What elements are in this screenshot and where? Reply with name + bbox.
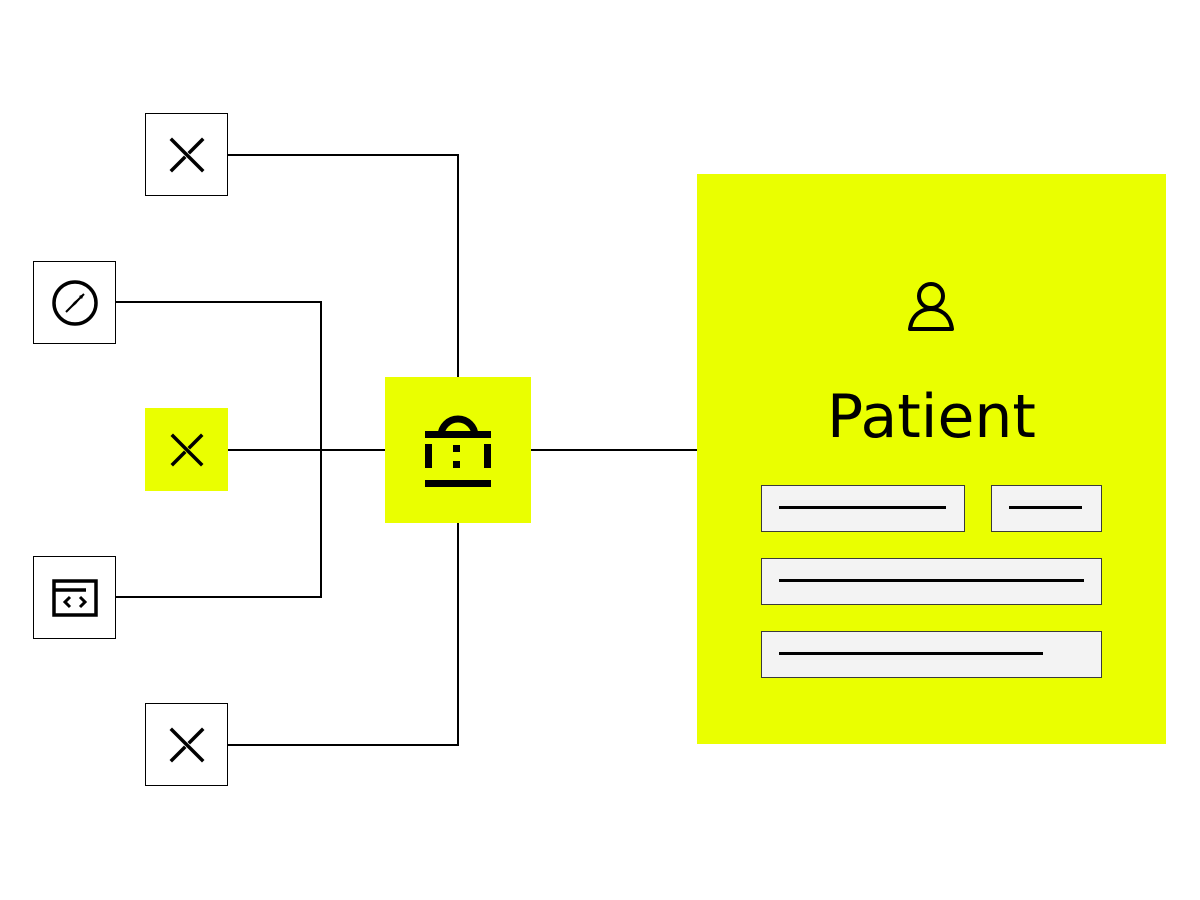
source-node-bottom (145, 703, 228, 786)
source-node-compass (33, 261, 116, 344)
x-icon (169, 137, 204, 172)
field-placeholder-line (779, 506, 946, 509)
patient-card: Patient (697, 174, 1166, 744)
x-icon (170, 433, 203, 466)
secure-bridge-icon (425, 415, 491, 487)
x-icon (169, 727, 204, 762)
patient-field-wide[interactable] (761, 631, 1102, 678)
field-placeholder-line (779, 579, 1084, 582)
patient-title: Patient (827, 382, 1036, 452)
patient-field-first[interactable] (761, 485, 965, 532)
field-placeholder-line (779, 652, 1043, 655)
hub-node (385, 377, 531, 523)
code-window-icon (51, 578, 98, 617)
patient-field-short[interactable] (991, 485, 1102, 532)
connector-top (228, 154, 459, 377)
user-icon (908, 282, 954, 331)
connector-bottom (228, 523, 459, 746)
source-node-highlighted (145, 408, 228, 491)
source-node-code-window (33, 556, 116, 639)
compass-icon (51, 279, 98, 326)
field-placeholder-line (1009, 506, 1082, 509)
source-node-top (145, 113, 228, 196)
patient-field-wide[interactable] (761, 558, 1102, 605)
